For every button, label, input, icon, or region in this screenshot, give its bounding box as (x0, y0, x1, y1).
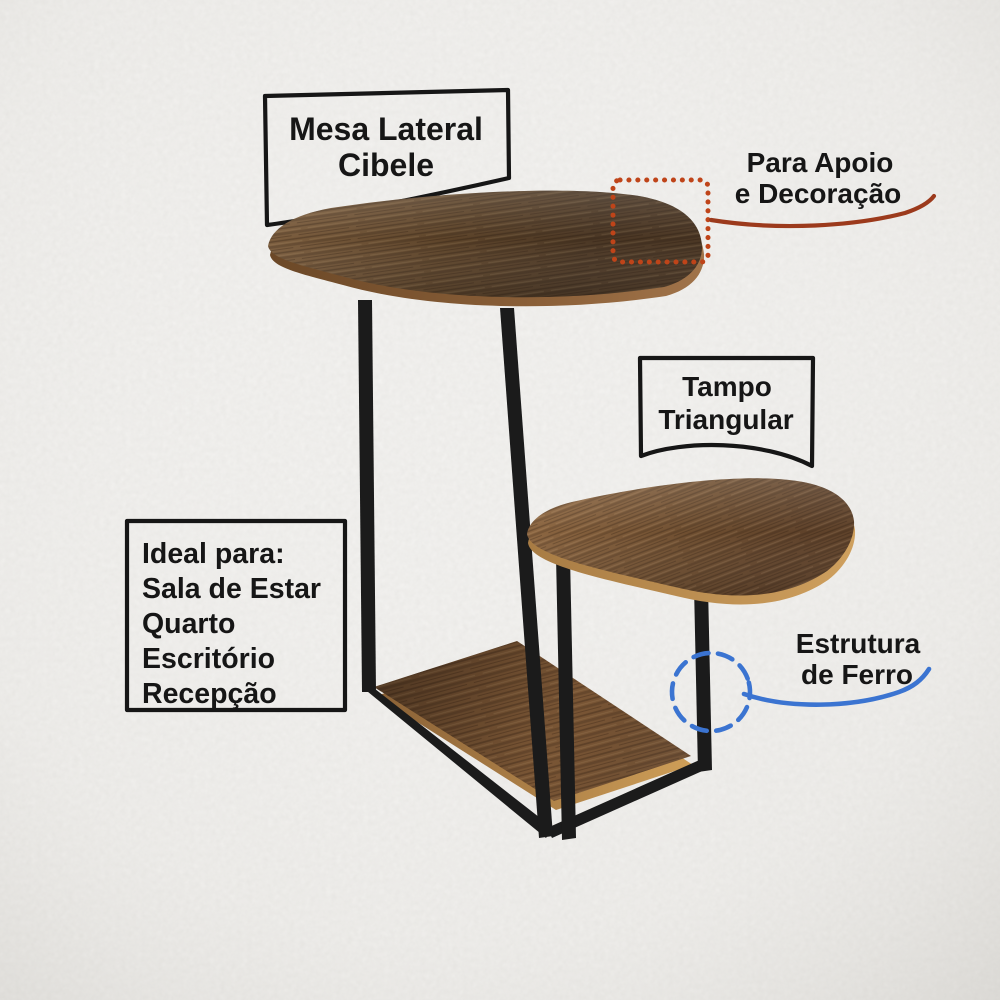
main-left-leg (358, 300, 376, 692)
ideal-item-recepcao: Recepção (142, 678, 277, 710)
callout-apoio-line-1: Para Apoio (747, 147, 894, 178)
estrutura-underline-swoosh (741, 666, 932, 707)
base-rail-left (362, 685, 553, 838)
metal-frame (358, 300, 712, 840)
ideal-box-outline (124, 518, 348, 713)
title-line-1: Mesa Lateral (289, 111, 483, 147)
labels: Mesa Lateral Cibele Para Apoio e Decoraç… (142, 111, 921, 710)
leg-dashed-circle (669, 650, 753, 734)
title-line-2: Cibele (338, 147, 434, 183)
callout-tampo-line-1: Tampo (682, 371, 772, 402)
product-illustration (268, 190, 856, 840)
ideal-title: Ideal para: (142, 538, 285, 570)
annotations (610, 177, 937, 734)
main-right-leg (500, 308, 553, 838)
ideal-item-quarto: Quarto (142, 608, 235, 640)
callout-apoio-line-2: e Decoração (735, 178, 902, 209)
small-table-right-leg (694, 586, 712, 772)
small-table-left-leg (556, 556, 576, 840)
callout-estrutura-line-1: Estrutura (796, 628, 921, 659)
ideal-item-escritorio: Escritório (142, 643, 275, 675)
callout-tampo-line-2: Triangular (658, 404, 793, 435)
highlight-dotted-square (610, 177, 711, 265)
callout-estrutura-line-2: de Ferro (801, 659, 913, 690)
base-rail-right (547, 758, 709, 838)
apoio-underline-swoosh (708, 193, 937, 229)
ideal-item-sala: Sala de Estar (142, 573, 321, 605)
tampo-box-outline (637, 355, 816, 469)
